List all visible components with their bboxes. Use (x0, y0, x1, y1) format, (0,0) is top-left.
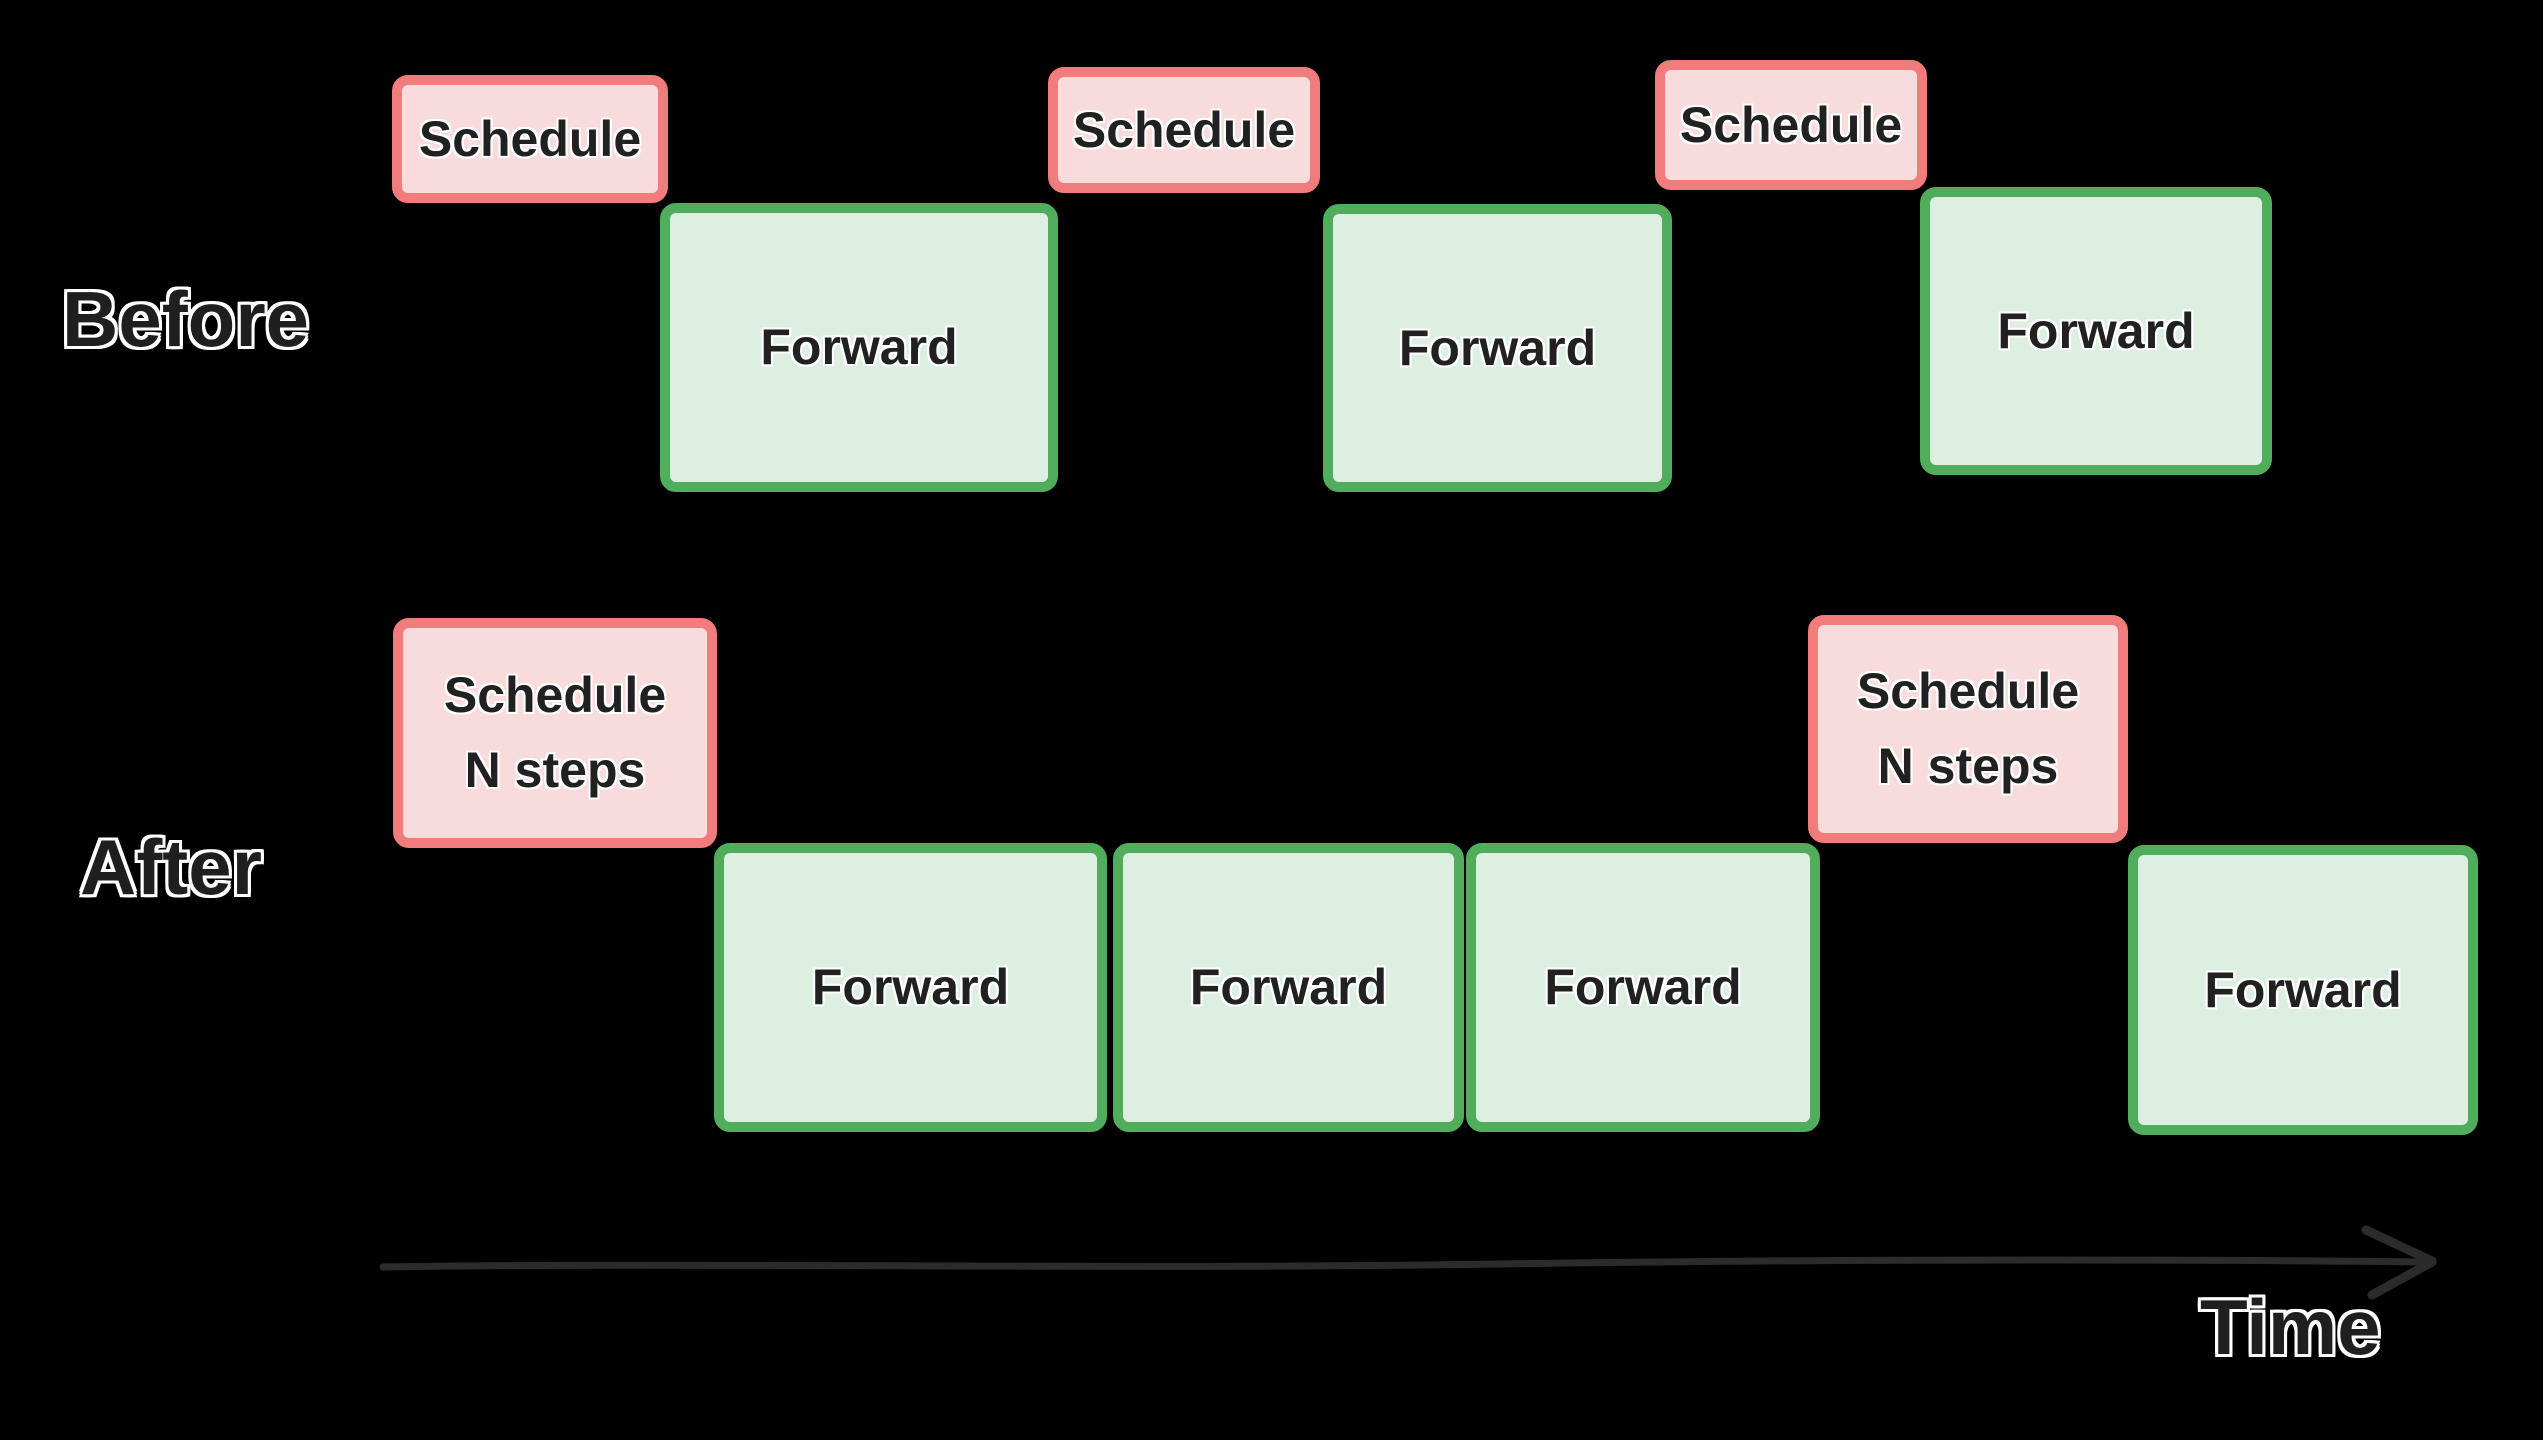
forward-box-1: Forward (660, 203, 1058, 492)
forward-box-6: Forward (1466, 843, 1820, 1132)
schedule-box-1: Schedule (392, 75, 668, 203)
forward-box-label: Forward (760, 319, 958, 375)
schedule-box-label: Schedule N steps (1856, 663, 2080, 794)
forward-box-2: Forward (1323, 204, 1672, 492)
forward-box-label: Forward (1544, 959, 1742, 1015)
schedule-box-3: Schedule (1655, 60, 1927, 190)
schedule-box-label: Schedule (418, 110, 642, 167)
forward-box-label: Forward (1398, 319, 1597, 376)
schedule-box-label: Schedule (1679, 96, 1903, 153)
forward-box-3: Forward (1920, 187, 2272, 475)
schedule-n-steps-box-1: Schedule N steps (393, 618, 717, 848)
forward-box-5: Forward (1113, 843, 1464, 1132)
forward-box-4: Forward (714, 843, 1107, 1132)
schedule-box-label: Schedule N steps (443, 667, 667, 798)
forward-box-label: Forward (2204, 961, 2402, 1018)
forward-box-label: Forward (811, 959, 1010, 1015)
time-axis-label: Time (2200, 1283, 2381, 1371)
forward-box-label: Forward (1189, 959, 1388, 1015)
time-axis-line (379, 1256, 2429, 1271)
schedule-n-steps-box-2: Schedule N steps (1808, 615, 2128, 843)
row-label-before: Before (62, 275, 310, 363)
schedule-box-2: Schedule (1048, 67, 1320, 193)
forward-box-label: Forward (1997, 302, 2195, 359)
schedule-box-label: Schedule (1072, 101, 1296, 158)
row-label-after: After (80, 823, 263, 911)
forward-box-7: Forward (2128, 845, 2478, 1135)
